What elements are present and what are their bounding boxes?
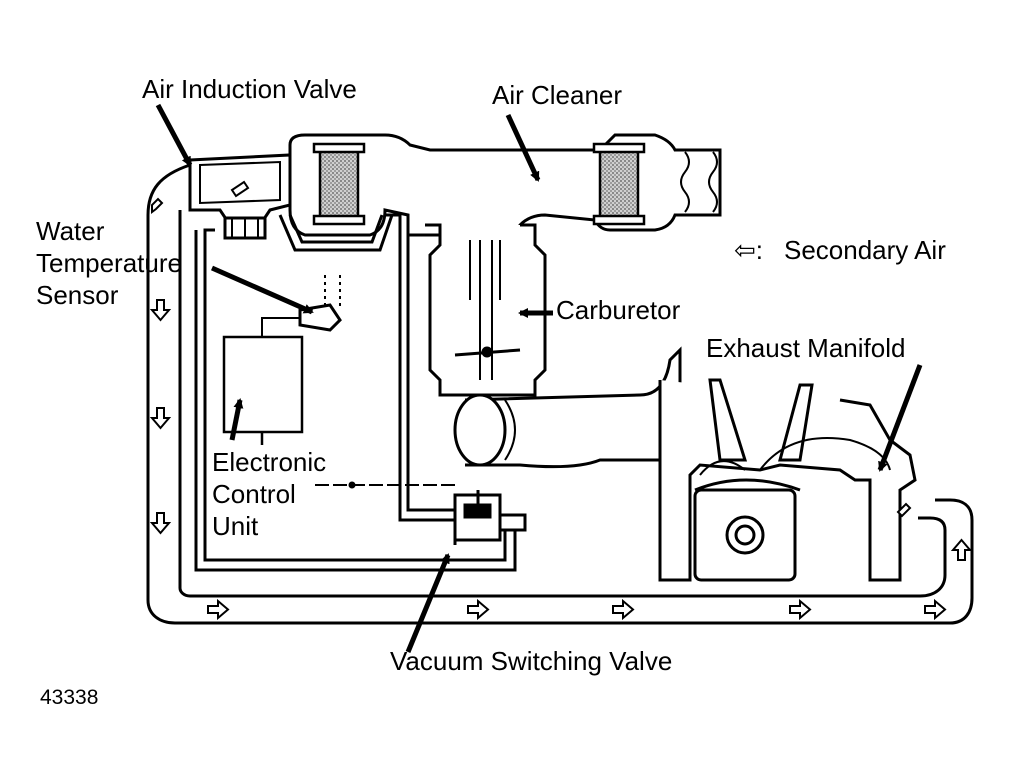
exhaust-manifold-label: Exhaust Manifold [706, 333, 906, 363]
secondary-air-pipe [146, 163, 974, 625]
carburetor-body [425, 223, 547, 397]
water-temperature-sensor-label-line3: Sensor [36, 280, 119, 310]
vacuum-switching-valve [453, 490, 527, 545]
vacuum-lines [194, 213, 517, 572]
hollow-arrow-icon [149, 512, 172, 535]
hollow-arrow-icon [896, 502, 912, 518]
hollow-arrow-icon [467, 598, 490, 621]
air-cleaner-label: Air Cleaner [492, 80, 623, 110]
hollow-arrow-icon [950, 538, 973, 561]
water-temperature-sensor-label-line1: Water [36, 216, 105, 246]
intake-manifold [453, 346, 682, 469]
hollow-arrow-icon [612, 598, 635, 621]
water-temperature-sensor-label-line2: Temperature [36, 248, 182, 278]
hollow-arrow-icon [207, 598, 230, 621]
air-induction-valve [188, 153, 292, 240]
electronic-control-unit-label-line1: Electronic [212, 447, 327, 477]
ecu-signal-line [315, 481, 455, 489]
vacuum-switching-valve-label: Vacuum Switching Valve [390, 646, 673, 676]
pointer-arrows [155, 103, 923, 653]
secondary-air-legend-label: Secondary Air [784, 235, 946, 265]
hollow-arrow-icon [149, 299, 172, 322]
air-induction-valve-label: Air Induction Valve [142, 74, 357, 104]
hollow-arrow-icon [924, 598, 947, 621]
cleaner-tray [278, 214, 394, 252]
carburetor-label: Carburetor [556, 295, 681, 325]
hollow-arrow-icon [151, 197, 164, 214]
hollow-arrow-icon [149, 407, 172, 430]
hollow-arrow-icon [789, 598, 812, 621]
air-filter-elements [312, 142, 646, 226]
engine-cylinder [658, 378, 917, 582]
flow-arrows [149, 197, 973, 621]
electronic-control-unit-label-line2: Control [212, 479, 296, 509]
electronic-control-unit-label-line3: Unit [212, 511, 259, 541]
secondary-air-legend-symbol: ⇦: [734, 235, 764, 265]
figure-number: 43338 [40, 686, 99, 709]
